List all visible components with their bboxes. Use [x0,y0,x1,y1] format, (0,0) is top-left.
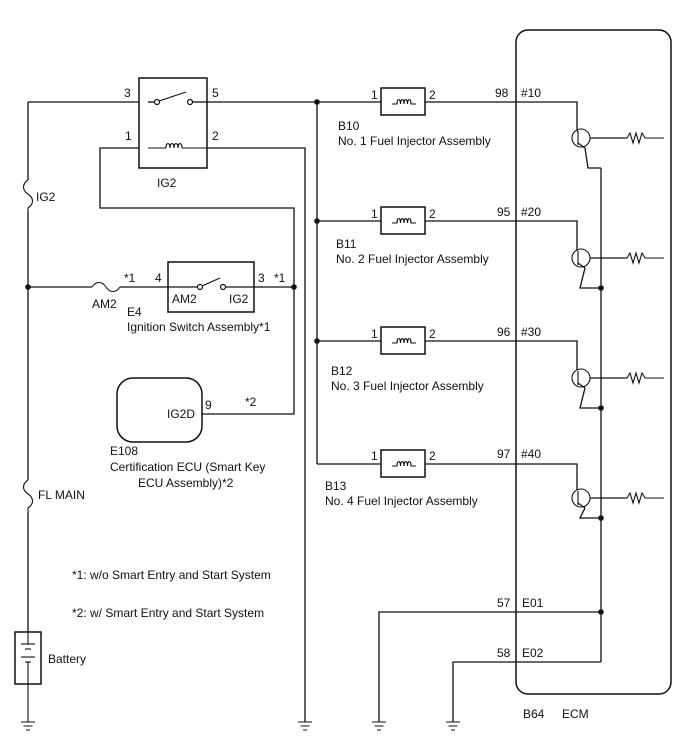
inj3-name: No. 3 Fuel Injector Assembly [331,379,484,393]
ig2-fuse: IG2 [22,179,56,212]
ig2-fuse-label: IG2 [36,190,56,204]
injector-4: 1 2 97 #40 B13 No. 4 Fuel Injector Assem… [317,447,578,508]
e02-signal: E02 [522,646,544,660]
inj3-code: B12 [331,364,353,378]
inj2-pin-in: 1 [371,207,378,221]
star1-left-label: *1 [124,271,136,285]
relay-label: IG2 [157,176,177,190]
ecm: B64 ECM [515,29,672,721]
cert-pin9-label: 9 [205,398,212,412]
ign-code-label: E4 [127,305,142,319]
certification-ecu: IG2D 9 *2 E108 Certification ECU (Smart … [110,287,295,490]
relay-pin1-label: 1 [125,129,132,143]
cert-ig2d-label: IG2D [167,407,195,421]
cert-code-label: E108 [110,444,138,458]
battery: Battery [14,631,86,685]
fl-main-fuse-label: FL MAIN [38,488,85,502]
injector-1: 1 2 98 #10 B10 No. 1 Fuel Injector Assem… [317,86,578,148]
inj3-ecm-pin: 96 [497,325,511,339]
relay-pin5-label: 5 [212,86,219,100]
ignition-switch: *1 AM2 4 3 *1 AM2 IG2 E4 Ignition Switch… [28,261,294,334]
ground-e02: 58 E02 [446,646,601,731]
inj2-name: No. 2 Fuel Injector Assembly [336,252,489,266]
fl-main-fuse: FL MAIN [22,479,85,512]
star1-right-label: *1 [274,271,286,285]
inj3-pin-in: 1 [371,327,378,341]
injector-2: 1 2 95 #20 B11 No. 2 Fuel Injector Assem… [317,205,578,266]
ign-pin3-label: 3 [258,271,265,285]
ecm-name-label: ECM [562,707,589,721]
inj1-pin-out: 2 [429,88,436,102]
inj1-code: B10 [338,119,360,133]
ecm-driver-2-icon [571,248,664,289]
ign-am2-label: AM2 [172,292,197,306]
inj4-ecm-pin: 97 [497,447,511,461]
ecm-code-label: B64 [523,707,545,721]
relay-coil-feed-wire [99,147,295,287]
ecm-driver-3-icon [571,368,664,409]
inj2-pin-out: 2 [429,207,436,221]
e01-pin: 57 [497,596,511,610]
e02-pin: 58 [497,646,511,660]
ign-name-label: Ignition Switch Assembly*1 [127,320,271,334]
cert-name-line1: Certification ECU (Smart Key [110,460,265,474]
battery-ground-icon [21,684,35,731]
star2-label: *2 [245,395,257,409]
note-2: *2: w/ Smart Entry and Start System [72,606,264,620]
note-1: *1: w/o Smart Entry and Start System [72,568,271,582]
ign-pin4-label: 4 [155,271,162,285]
inj3-pin-out: 2 [429,327,436,341]
relay-pin2-label: 2 [212,129,219,143]
injector-3: 1 2 96 #30 B12 No. 3 Fuel Injector Assem… [317,325,578,393]
battery-label: Battery [48,652,86,666]
relay-ground-icon [298,721,312,731]
ecm-driver-1-icon [571,128,664,169]
ground-e01: 57 E01 [372,596,601,731]
relay-coil-ground-wire [207,147,306,722]
inj4-name: No. 4 Fuel Injector Assembly [325,494,478,508]
power-rail [27,101,148,632]
e01-signal: E01 [522,596,544,610]
bus-junctions [25,99,320,344]
inj4-pin-in: 1 [371,449,378,463]
inj1-ecm-signal: #10 [521,86,541,100]
inj1-name: No. 1 Fuel Injector Assembly [338,134,491,148]
inj2-ecm-signal: #20 [521,205,541,219]
ign-ig2-label: IG2 [229,292,249,306]
cert-name-line2: ECU Assembly)*2 [138,476,234,490]
ig2-relay: 3 5 1 2 IG2 [124,77,219,190]
inj1-pin-in: 1 [371,88,378,102]
ecm-driver-4-icon [571,488,664,519]
am2-fuse-label: AM2 [92,297,117,311]
relay-pin3-label: 3 [124,86,131,100]
inj1-ecm-pin: 98 [495,86,509,100]
inj4-code: B13 [325,479,347,493]
inj2-code: B11 [336,237,357,251]
inj4-ecm-signal: #40 [521,447,541,461]
inj4-pin-out: 2 [429,449,436,463]
inj2-ecm-pin: 95 [497,205,511,219]
inj3-ecm-signal: #30 [521,325,541,339]
